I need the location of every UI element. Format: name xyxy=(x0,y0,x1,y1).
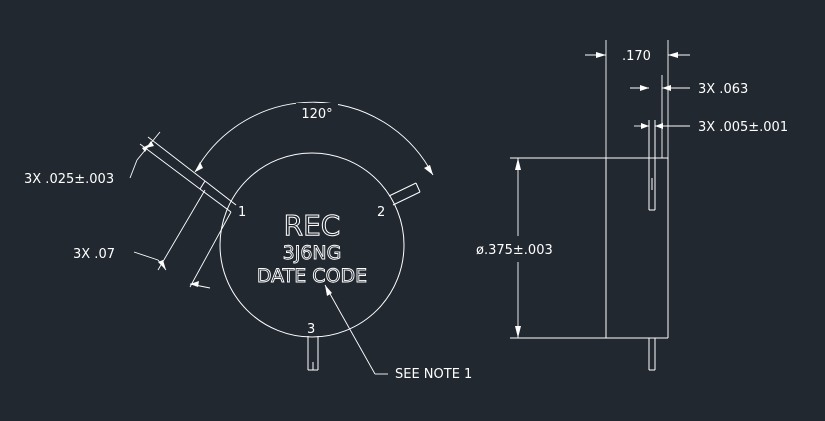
component-body-circle xyxy=(219,152,405,338)
side-offset-label: .170 xyxy=(622,49,651,64)
marking-date-code: DATE CODE xyxy=(257,265,367,287)
angle-label-mask xyxy=(296,103,338,121)
pin-2-label: 2 xyxy=(377,205,385,220)
angle-arrow-left xyxy=(195,162,203,172)
pin-1-label: 1 xyxy=(238,205,246,220)
side-view: .170 3X .063 3X .005±.001 ø.375±.003 xyxy=(476,40,788,371)
pin-3-lead xyxy=(307,336,319,371)
note-1-label: SEE NOTE 1 xyxy=(395,367,472,382)
pin-width-dimension xyxy=(129,131,206,190)
pin-thickness-label: 3X .063 xyxy=(698,82,748,97)
angle-arc xyxy=(194,101,434,176)
note-leader xyxy=(324,284,388,375)
front-view: 1 2 3 REC 3J6NG DATE CODE 120° 3X .025±.… xyxy=(24,101,472,382)
diameter-label: ø.375±.003 xyxy=(476,243,553,258)
pin-width-label: 3X .025±.003 xyxy=(24,172,114,187)
marking-rec: REC xyxy=(284,209,341,242)
tab-thickness-label: 3X .005±.001 xyxy=(698,120,788,135)
pin-1-lead xyxy=(199,180,237,213)
pin-2-lead xyxy=(388,182,421,206)
marking-code: 3J6NG xyxy=(283,242,342,264)
pin-span-label: 3X .07 xyxy=(73,247,115,262)
angle-arrow-right xyxy=(424,165,433,175)
angle-label: 120° xyxy=(301,107,332,122)
pin-span-dimension xyxy=(133,189,232,289)
pin-3-label: 3 xyxy=(307,322,315,337)
